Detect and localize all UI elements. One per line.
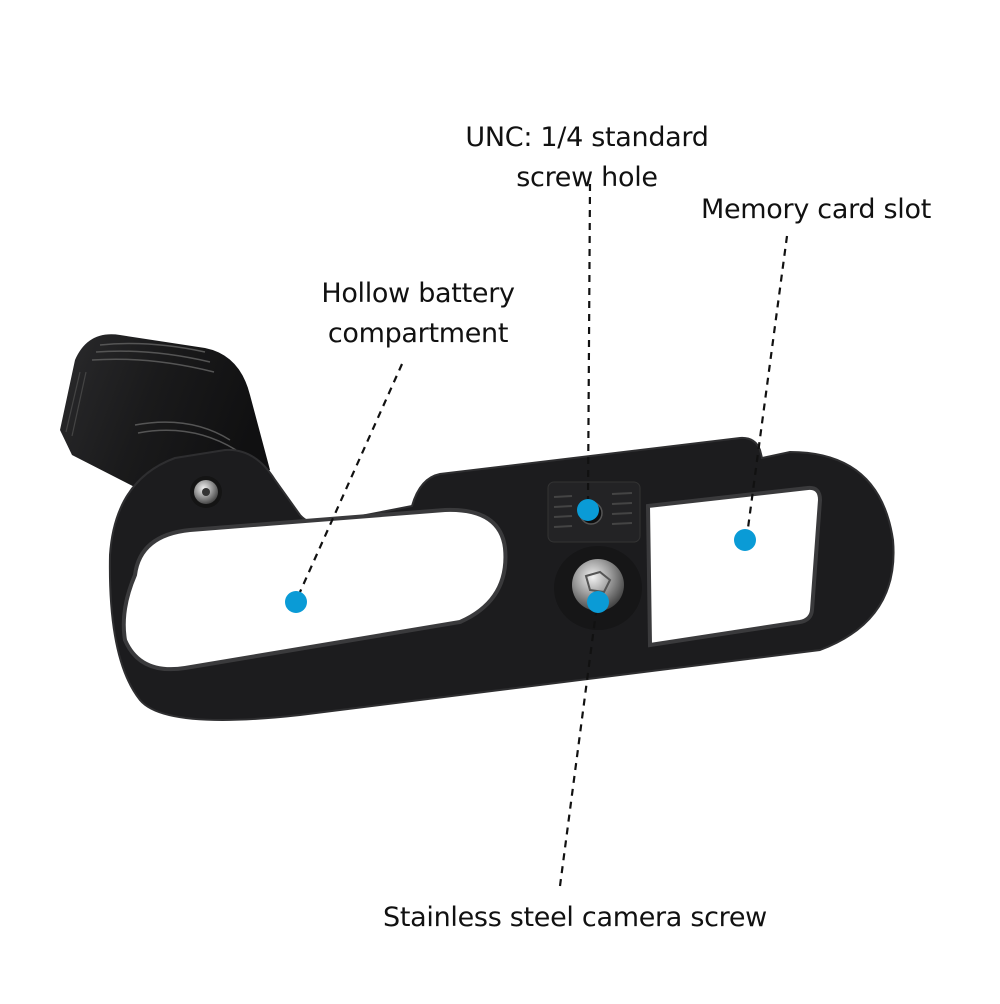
label-line: Stainless steel camera screw bbox=[383, 902, 767, 933]
label-line: compartment bbox=[327, 318, 509, 349]
label-line: UNC: 1/4 standard bbox=[465, 122, 709, 153]
leader-line-battery bbox=[298, 363, 404, 593]
label-line: Memory card slot bbox=[701, 194, 931, 225]
marker-camera-screw bbox=[587, 591, 609, 613]
battery-compartment-opening bbox=[121, 507, 508, 672]
label-line: screw hole bbox=[516, 162, 658, 193]
callout-label-memory-card-slot: Memory card slot bbox=[690, 190, 942, 230]
grip-mount-screw bbox=[190, 476, 222, 508]
marker-battery-compartment bbox=[285, 591, 307, 613]
marker-memory-card-slot bbox=[734, 529, 756, 551]
camera-screw bbox=[554, 546, 642, 630]
label-line: Hollow battery bbox=[321, 278, 515, 309]
leader-line-memory bbox=[746, 235, 789, 529]
callout-label-hollow-battery-compartment: Hollow battery compartment bbox=[306, 274, 530, 354]
bracket-plate bbox=[108, 436, 895, 721]
leader-line-unc bbox=[586, 183, 592, 501]
callout-label-stainless-steel-camera-screw: Stainless steel camera screw bbox=[366, 898, 784, 938]
marker-unc-screw-hole bbox=[577, 499, 599, 521]
callout-markers bbox=[285, 499, 756, 613]
leader-lines bbox=[298, 183, 789, 887]
callout-label-unc-screw-hole: UNC: 1/4 standard screw hole bbox=[456, 118, 718, 198]
memory-card-slot-opening bbox=[645, 485, 823, 648]
